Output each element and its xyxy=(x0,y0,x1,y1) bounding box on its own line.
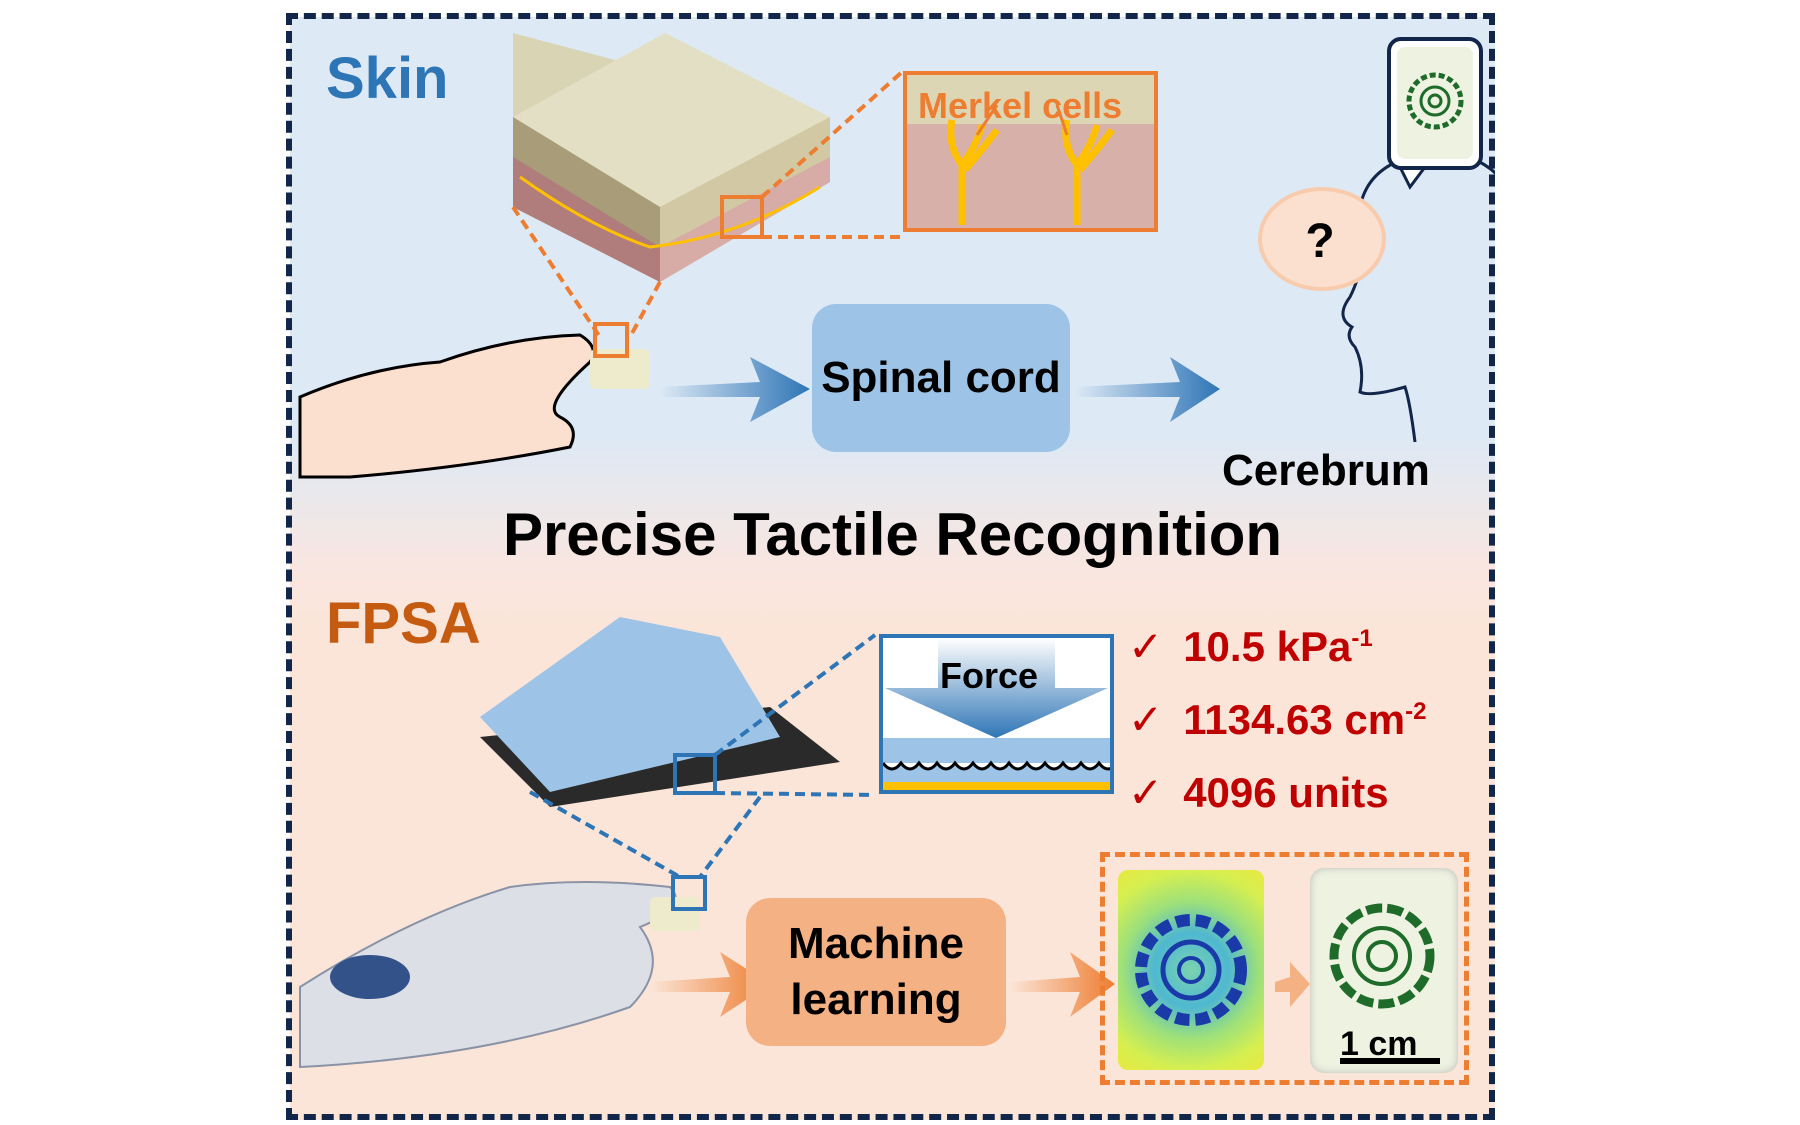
skin-heading: Skin xyxy=(326,46,449,111)
arrow-icon xyxy=(660,357,810,422)
arrow-icon xyxy=(650,952,770,1017)
merkel-cells-label: Merkel cells xyxy=(918,85,1123,126)
force-arrow-icon xyxy=(881,638,1119,790)
speech-bubble xyxy=(1387,37,1483,170)
merkel-cells-inset xyxy=(903,71,1158,232)
sensor-array-icon xyxy=(480,617,840,807)
spec-sensitivity: ✓10.5 kPa-1 xyxy=(1128,623,1373,670)
force-inset xyxy=(879,634,1119,794)
force-label: Force xyxy=(940,655,1039,696)
illustration-layer: ? xyxy=(298,33,1495,1069)
flower-pattern-icon xyxy=(1329,903,1440,1064)
robot-hand-icon xyxy=(299,875,707,1069)
check-icon: ✓ xyxy=(1128,696,1164,743)
flower-pattern-icon xyxy=(1397,47,1473,159)
head-silhouette-icon: ? xyxy=(1258,150,1495,443)
question-mark: ? xyxy=(1305,215,1334,268)
check-icon: ✓ xyxy=(1128,769,1164,816)
check-icon: ✓ xyxy=(1128,623,1164,670)
human-hand-icon xyxy=(298,322,650,479)
arrow-icon xyxy=(1075,357,1220,422)
spec-units: ✓4096 units xyxy=(1128,769,1389,816)
machine-learning-box: Machine learning xyxy=(746,898,1006,1046)
scale-bar-label: 1 cm xyxy=(1340,1025,1418,1063)
result-dashed-box xyxy=(1100,852,1469,1085)
heatmap-pattern-icon xyxy=(1135,914,1247,1026)
spec-density: ✓1134.63 cm-2 xyxy=(1128,696,1427,743)
pattern-photo xyxy=(1310,868,1458,1073)
pressure-heatmap xyxy=(1118,870,1264,1070)
arrow-icon xyxy=(1275,962,1310,1007)
cerebrum-label: Cerebrum xyxy=(1222,446,1430,495)
dashed-border xyxy=(286,13,1495,1120)
merkel-cell-icon xyxy=(947,104,1115,225)
scale-bar xyxy=(1340,1058,1440,1064)
arrow-icon xyxy=(1010,952,1115,1017)
skin-block-icon xyxy=(513,33,830,282)
spinal-cord-box: Spinal cord xyxy=(812,304,1070,452)
page-title: Precise Tactile Recognition xyxy=(502,501,1283,568)
fpsa-heading: FPSA xyxy=(326,591,481,656)
